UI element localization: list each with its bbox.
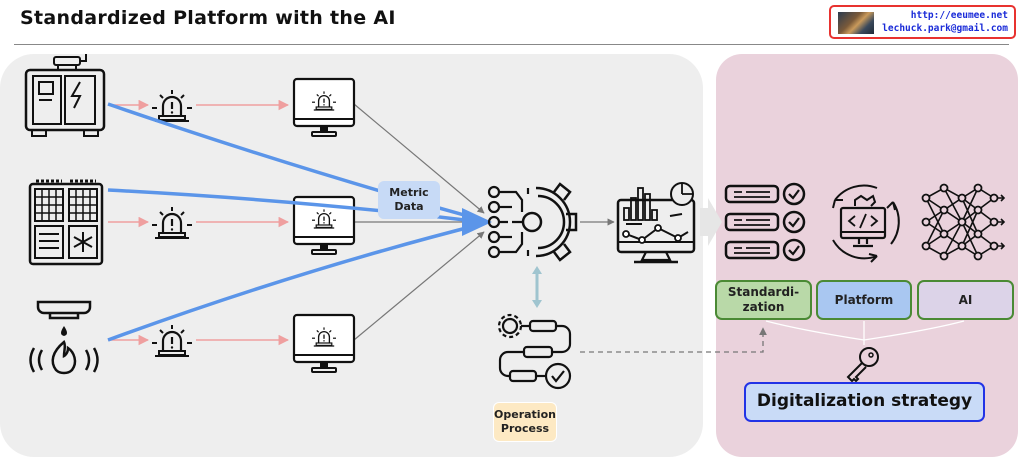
metric-data-line2: Data	[394, 200, 424, 213]
transition-arrow	[700, 198, 722, 246]
monitor-to-hub-links	[353, 103, 485, 341]
title-divider	[14, 44, 1009, 45]
digitalization-strategy-label: Digitalization strategy	[756, 391, 973, 412]
page-title: Standardized Platform with the AI	[20, 7, 396, 29]
ai-gear-hub-icon	[487, 182, 578, 262]
data-line-fire-sensor	[107, 222, 483, 342]
operation-process-line1: Operation	[494, 408, 556, 422]
standardization-line1: Standardi-	[727, 285, 800, 299]
alert-siren-icon	[150, 205, 194, 240]
monitor-alert-icon	[294, 79, 354, 136]
alert-siren-icon	[150, 88, 194, 123]
operation-to-standardization-link	[580, 327, 767, 353]
metric-data-label: Metric Data	[378, 181, 440, 219]
operation-process-label: Operation Process	[493, 402, 557, 442]
hvac-unit-icon	[28, 179, 104, 266]
fire-sensor-icon	[29, 300, 99, 375]
category-platform: Platform	[816, 280, 912, 320]
contact-url[interactable]: http://eeumee.net	[910, 10, 1008, 21]
neural-network-icon	[921, 183, 1006, 261]
category-ai: AI	[917, 280, 1014, 320]
digitalization-strategy-box: Digitalization strategy	[744, 382, 985, 422]
key-icon	[846, 347, 879, 383]
alert-siren-icon	[150, 323, 194, 358]
category-to-key-connectors	[765, 320, 965, 345]
metric-data-line1: Metric	[389, 186, 429, 200]
analytics-dashboard-icon	[616, 182, 696, 264]
generator-icon	[24, 54, 106, 137]
standardization-line2: zation	[742, 300, 785, 314]
platform-code-cycle-icon	[832, 184, 900, 263]
contact-badge: http://eeumee.net lechuck.park@gmail.com	[829, 5, 1016, 39]
operation-process-icon	[497, 313, 572, 390]
operation-process-line2: Process	[500, 422, 550, 435]
contact-email[interactable]: lechuck.park@gmail.com	[882, 23, 1008, 34]
link-monitor-1	[353, 103, 485, 214]
hub-operation-link	[532, 266, 542, 308]
data-arrowhead	[462, 208, 492, 236]
platform-label: Platform	[834, 292, 894, 307]
author-thumbnail	[838, 12, 874, 34]
link-monitor-3	[353, 231, 485, 341]
checklist-icon	[724, 182, 806, 262]
alert-flow-arrows	[108, 99, 290, 346]
category-standardization: Standardi- zation	[715, 280, 812, 320]
monitor-alert-icon	[294, 315, 354, 372]
ai-label: AI	[958, 292, 973, 307]
